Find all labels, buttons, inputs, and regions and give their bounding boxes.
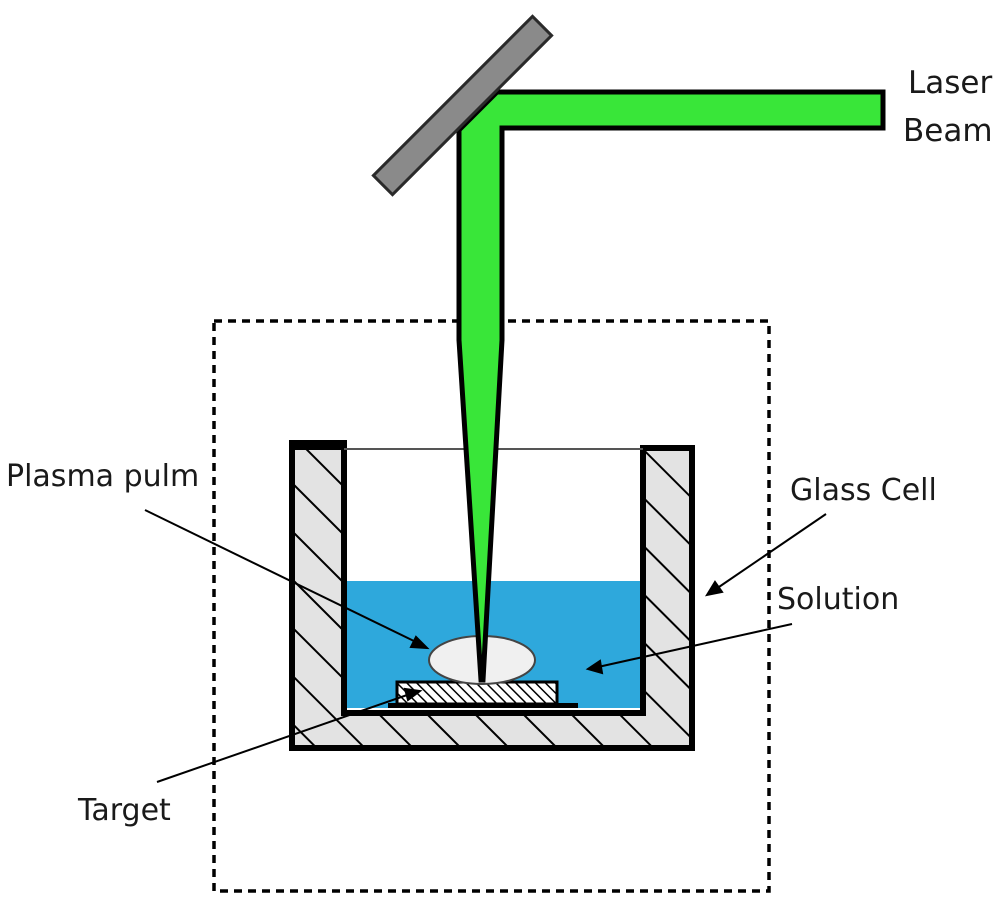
target-callout-arrow [156,687,423,783]
solution-label: Solution [777,582,900,617]
glass-cell [289,440,695,751]
solution-callout-arrow [585,623,793,675]
target-label: Target [78,793,171,828]
plasma-callout-arrow [144,509,430,650]
mirror [371,14,554,197]
plasma-label: Plasma pulm [6,459,200,494]
glass-cell-callout-arrow [704,513,827,597]
glass-cell-label: Glass Cell [790,473,937,508]
target-plate [388,680,578,708]
beam-label: Beam [903,113,993,149]
laser-label: Laser [908,65,993,101]
enclosure-dashed-box [212,319,771,893]
